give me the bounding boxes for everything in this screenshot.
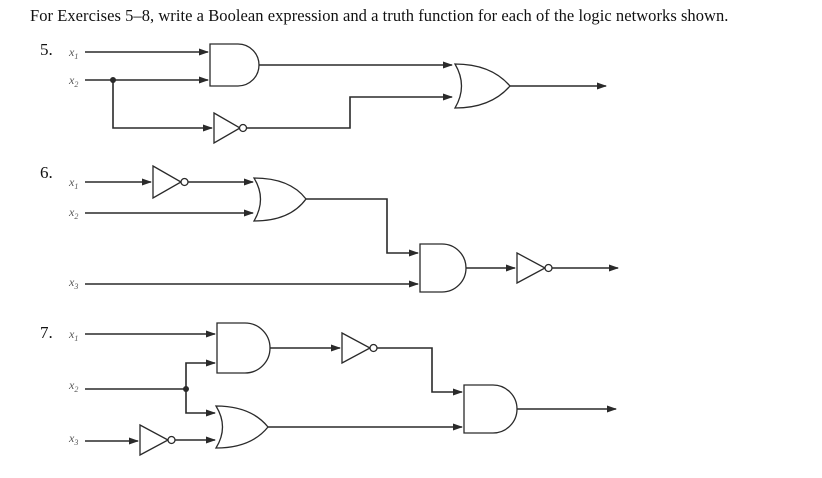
ex5-wire-x2-to-not	[112, 80, 213, 132]
exercise-5-input-2-label: x2	[68, 73, 78, 89]
ex6-not-gate-1-bubble	[180, 177, 189, 187]
ex6-wire-or-to-and	[306, 198, 419, 257]
ex6-or-gate	[252, 177, 307, 222]
ex5-or-gate	[453, 63, 511, 109]
ex5-not-gate-triangle	[213, 111, 242, 145]
exercise-5-input-1-label: x1	[68, 45, 78, 61]
exercise-7-input-3-label: x3	[68, 431, 78, 447]
exercise-6-input-1-label: x1	[68, 175, 78, 191]
ex7-wire-x2-to-or	[185, 389, 216, 417]
ex5-wire-not-to-or	[247, 93, 453, 129]
exercise-7-input-2-label: x2	[68, 378, 78, 394]
ex7-not-gate-1-bubble	[369, 343, 378, 353]
exercise-5-number: 5.	[40, 40, 53, 59]
ex6-not-gate-2-bubble	[544, 263, 553, 273]
ex5-and-gate	[209, 43, 260, 87]
exercise-6-number: 6.	[40, 163, 53, 182]
exercise-7-input-1-label: x1	[68, 327, 78, 343]
exercise-7-network: 7. x1 x2 x3	[40, 322, 617, 457]
ex7-not-gate-1-triangle	[341, 331, 372, 365]
ex6-not-gate-1-triangle	[152, 164, 183, 200]
ex7-wire-not-to-and	[377, 347, 463, 396]
ex7-or-gate	[214, 405, 269, 449]
ex7-wire-x2-to-and	[185, 359, 216, 389]
exercise-6-input-2-label: x2	[68, 205, 78, 221]
ex7-and-gate-2	[463, 384, 518, 434]
ex7-not-gate-2-triangle	[139, 423, 170, 457]
ex7-and-gate-1	[216, 322, 271, 374]
exercise-6-network: 6. x1 x2 x3	[40, 163, 619, 293]
exercise-7-number: 7.	[40, 323, 53, 342]
instructions-heading: For Exercises 5–8, write a Boolean expre…	[30, 6, 729, 25]
ex6-not-gate-2-triangle	[516, 251, 547, 285]
ex6-and-gate	[419, 243, 467, 293]
exercise-5-network: 5. x1 x2	[40, 40, 607, 145]
exercise-6-input-3-label: x3	[68, 275, 78, 291]
ex5-not-gate-bubble	[238, 123, 248, 133]
ex7-not-gate-2-bubble	[167, 435, 176, 445]
